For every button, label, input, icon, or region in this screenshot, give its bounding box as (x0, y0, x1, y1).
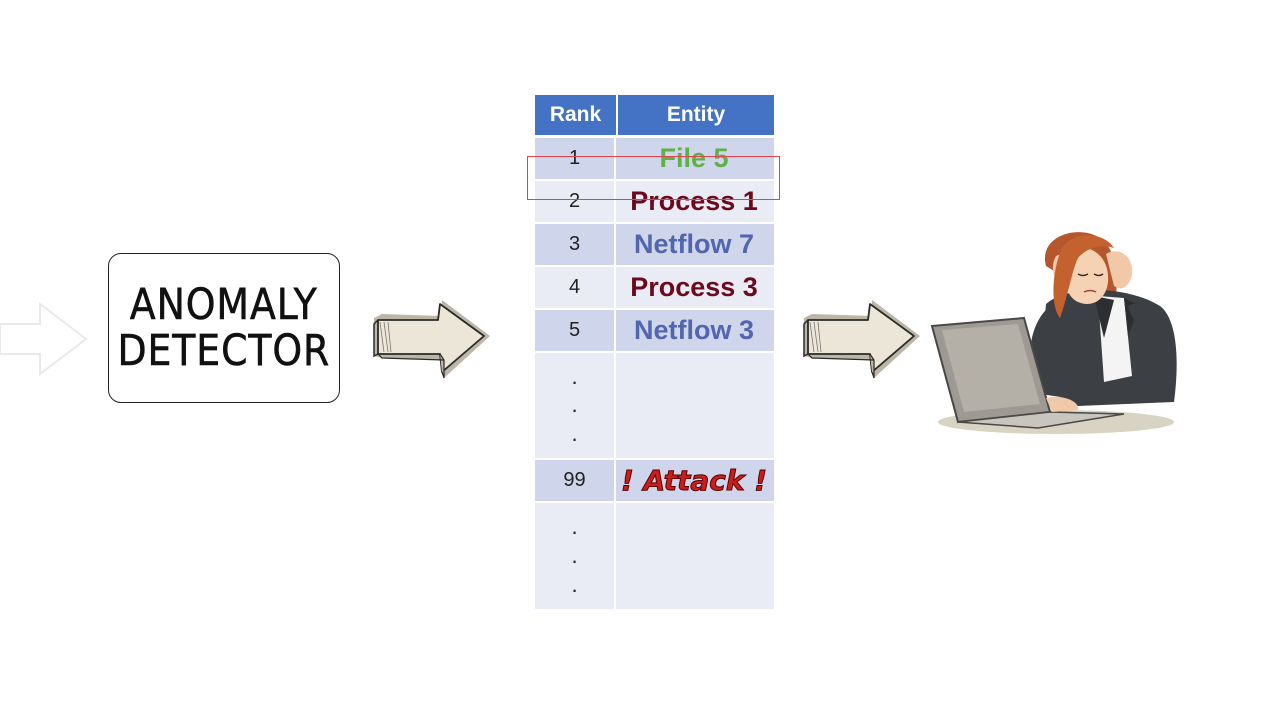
table-row-2: 2 Process 1 (535, 181, 774, 222)
ellipsis-dot: . (571, 514, 578, 540)
entity-cell: Netflow 3 (633, 315, 754, 345)
detector-label-line-1: ANOMALY (130, 279, 318, 330)
header-entity: Entity (666, 103, 726, 126)
rank-cell: 5 (535, 310, 616, 351)
ellipsis-row: . . . (535, 503, 774, 609)
right-arrow-icon (803, 300, 920, 379)
ellipsis-cell: . . . (535, 353, 616, 458)
ellipsis-dot: . (571, 364, 578, 390)
ellipsis-row: . . . (535, 353, 774, 458)
rank-cell: 99 (535, 460, 616, 501)
attack-entity-cell: ! Attack ! (620, 464, 768, 498)
empty-entity-cell (616, 353, 772, 458)
faint-arrow-icon (0, 301, 88, 377)
rank-cell: 1 (535, 138, 616, 179)
entity-cell: File 5 (659, 143, 729, 173)
anomaly-detector-box: ANOMALY DETECTOR (108, 253, 340, 403)
header-rank: Rank (535, 95, 618, 135)
table-row-4: 4 Process 3 (535, 267, 774, 308)
table-row-3: 3 Netflow 7 (535, 224, 774, 265)
detector-label-line-2: DETECTOR (117, 326, 331, 376)
entity-cell: Process 3 (630, 272, 758, 302)
entity-cell: Netflow 7 (633, 229, 754, 259)
rank-cell: 2 (535, 181, 616, 222)
table-row-attack: 99 ! Attack ! (535, 460, 774, 501)
rank-cell: 4 (535, 267, 616, 308)
rank-cell: 3 (535, 224, 616, 265)
ellipsis-dot: . (571, 420, 578, 446)
ellipsis-cell: . . . (535, 503, 616, 609)
ellipsis-dot: . (571, 571, 578, 597)
stressed-analyst-illustration (930, 232, 1177, 434)
empty-entity-cell (616, 503, 772, 609)
table-row-5: 5 Netflow 3 (535, 310, 774, 351)
table-row-1: 1 File 5 (535, 138, 774, 179)
table-header: Rank Entity (535, 95, 774, 135)
ellipsis-dot: . (571, 542, 578, 568)
right-arrow-icon (373, 300, 490, 379)
ranking-table: Rank Entity 1 File 5 2 Process 1 3 Netfl… (535, 95, 774, 609)
top-rank-highlight-box (527, 156, 780, 200)
ellipsis-dot: . (571, 392, 578, 418)
entity-cell: Process 1 (630, 186, 758, 216)
